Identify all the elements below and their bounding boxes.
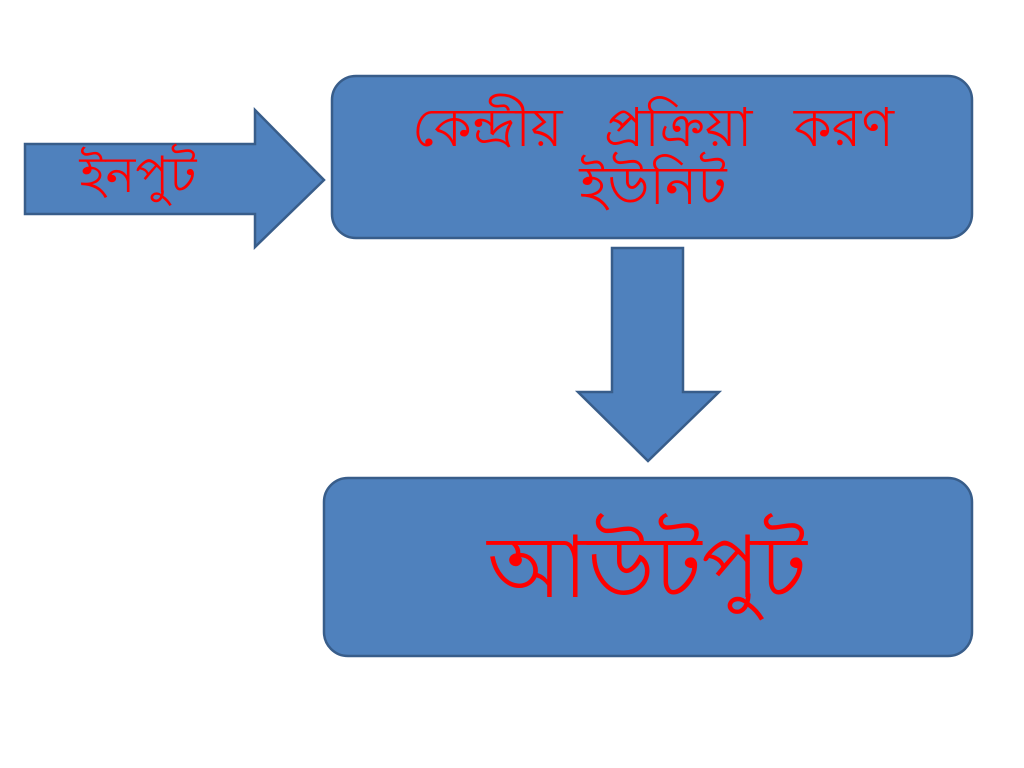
output-arrow [574, 246, 723, 463]
cpu-label-line-1: কেন্দ্রীয় প্রক্রিয়া করণ [411, 95, 895, 159]
cpu-label: কেন্দ্রীয় প্রক্রিয়া করণ ইউনিট [340, 82, 966, 232]
input-arrow [23, 106, 326, 250]
cpu-box [330, 74, 974, 240]
input-label: ইনপুট [79, 145, 197, 204]
output-label: আউটপুট [487, 517, 807, 618]
output-box [322, 476, 974, 658]
cpu-label-line-2: ইউনিট [579, 154, 727, 217]
